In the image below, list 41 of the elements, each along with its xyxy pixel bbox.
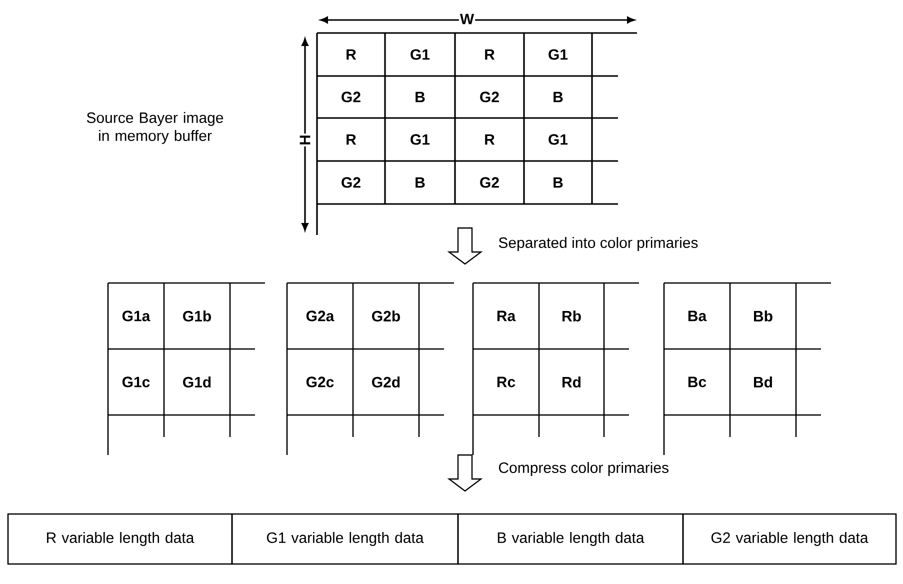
cell-label: G2 [480,92,499,102]
cell-label: Ba [688,310,707,322]
cell-label: B [554,177,563,188]
cell-label: Rb [562,310,581,322]
cell-label: G2d [372,376,400,388]
step-label: Compress color primaries [498,462,668,476]
cell-label: B [554,92,563,102]
cell-label: G1c [122,376,150,388]
caption-text: Source Bayer image in memory buffer [86,112,224,144]
cell-label: G1b [183,310,211,322]
step-label: Separated into color primaries [498,237,698,251]
data-box: G1 variable length data [231,513,459,565]
cell-label: R [346,134,356,145]
cell-label: Ra [497,310,516,322]
cell-label: Bb [754,310,772,322]
cell-label: G1 [410,49,430,60]
cell-label: B [416,92,425,102]
cell-label: G1 [548,49,568,60]
cell-label: G2 [342,177,360,188]
cell-label: Bd [754,376,772,388]
cell-label: Bc [688,376,706,388]
cell-label: G2 [480,177,499,188]
cell-label: R [485,134,495,145]
cell-label: Rd [562,376,580,388]
cell-label: R [485,49,495,60]
cell-label: G2c [306,376,334,388]
cell-label: G2 [342,92,360,102]
dimension-label: H [298,134,312,146]
cell-label: B [416,177,425,188]
cell-label: G2b [372,310,400,322]
data-box: G2 variable length data [682,513,897,565]
cell-label: G1 [410,134,430,145]
cell-label: G1a [122,310,150,322]
dimension-label: W [458,12,476,26]
cell-label: G1d [183,376,211,388]
cell-label: G2a [306,310,334,322]
cell-label: Rc [497,376,516,388]
cell-label: R [346,49,356,60]
cell-label: G1 [548,134,568,145]
data-box: B variable length data [457,513,684,565]
data-box: R variable length data [7,513,233,565]
